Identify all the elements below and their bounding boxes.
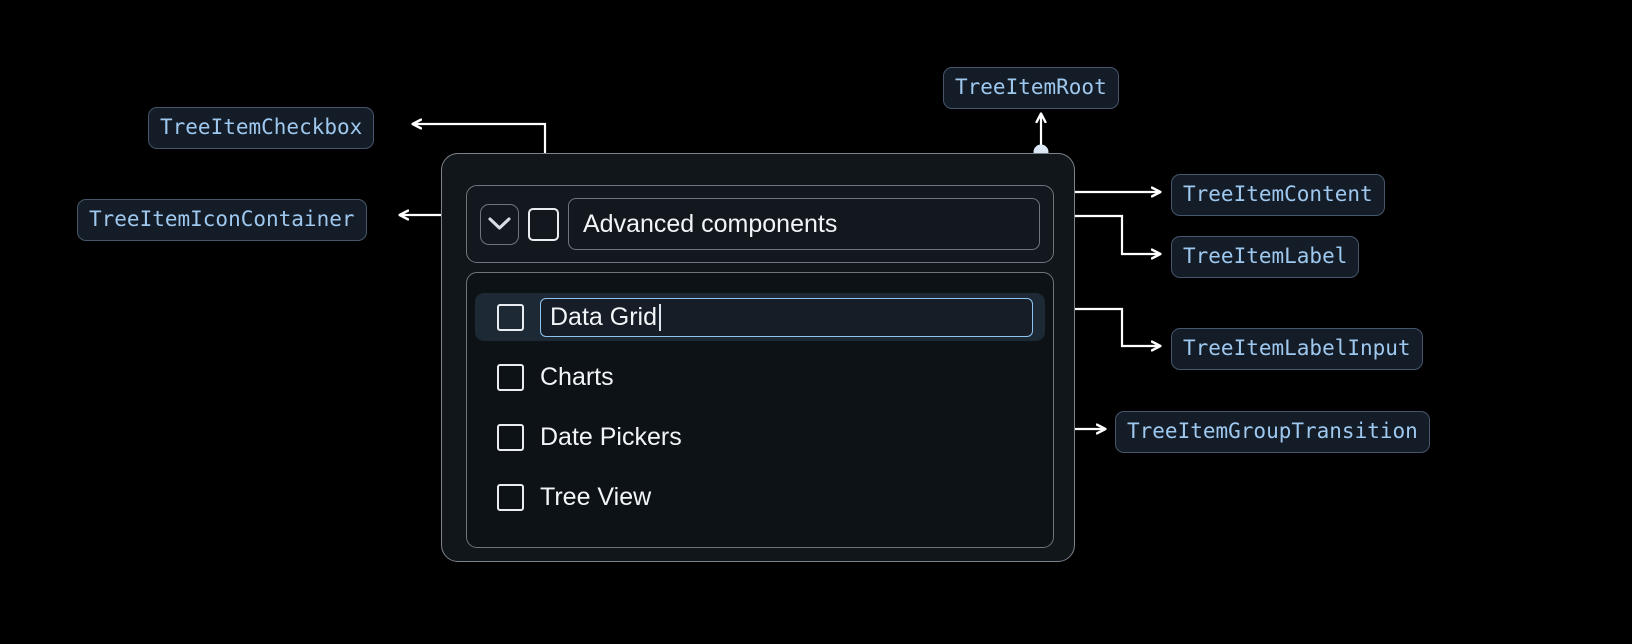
- tree-item-checkbox[interactable]: [497, 363, 524, 391]
- tree-item-label[interactable]: Advanced components: [568, 198, 1040, 250]
- text-caret: [658, 303, 661, 331]
- tree-item-label: Date Pickers: [540, 422, 682, 451]
- callout-label: TreeItemIconContainer: [89, 207, 355, 231]
- tree-item-label-text: Advanced components: [583, 209, 838, 238]
- callout-tree-item-group-transition: TreeItemGroupTransition: [1115, 411, 1430, 453]
- chevron-down-icon: [488, 217, 511, 230]
- callout-tree-item-label: TreeItemLabel: [1171, 236, 1360, 278]
- tree-item-checkbox[interactable]: [497, 483, 524, 511]
- callout-tree-item-root: TreeItemRoot: [943, 67, 1119, 109]
- callout-tree-item-content: TreeItemContent: [1171, 174, 1385, 216]
- tree-item-checkbox[interactable]: [497, 423, 524, 451]
- callout-label: TreeItemLabelInput: [1183, 336, 1411, 360]
- tree-item-row[interactable]: Charts: [475, 353, 1045, 401]
- tree-item-group-transition: Data Grid Charts Date Pickers Tree View: [466, 272, 1054, 548]
- tree-item-label: Charts: [540, 362, 614, 391]
- callout-label: TreeItemLabel: [1183, 244, 1348, 268]
- tree-item-row[interactable]: Tree View: [475, 473, 1045, 521]
- tree-item-content[interactable]: Advanced components: [466, 185, 1054, 263]
- callout-label: TreeItemRoot: [955, 75, 1107, 99]
- callout-tree-item-checkbox: TreeItemCheckbox: [148, 107, 375, 149]
- callout-tree-item-label-input: TreeItemLabelInput: [1171, 328, 1423, 370]
- tree-item-row[interactable]: Date Pickers: [475, 413, 1045, 461]
- callout-label: TreeItemGroupTransition: [1127, 419, 1418, 443]
- callout-label: TreeItemCheckbox: [160, 115, 363, 139]
- tree-item-root[interactable]: Advanced components Data Grid Charts Dat…: [441, 153, 1075, 562]
- tree-item-label-input[interactable]: Data Grid: [540, 297, 1033, 337]
- tree-item-label-input-value: Data Grid: [550, 302, 657, 331]
- callout-label: TreeItemContent: [1183, 182, 1373, 206]
- tree-item-row[interactable]: Data Grid: [475, 293, 1045, 341]
- callout-tree-item-icon-container: TreeItemIconContainer: [77, 199, 367, 241]
- tree-item-icon-container[interactable]: [480, 203, 519, 245]
- tree-item-label: Tree View: [540, 482, 652, 511]
- tree-item-checkbox[interactable]: [528, 207, 559, 241]
- tree-item-checkbox[interactable]: [497, 303, 524, 331]
